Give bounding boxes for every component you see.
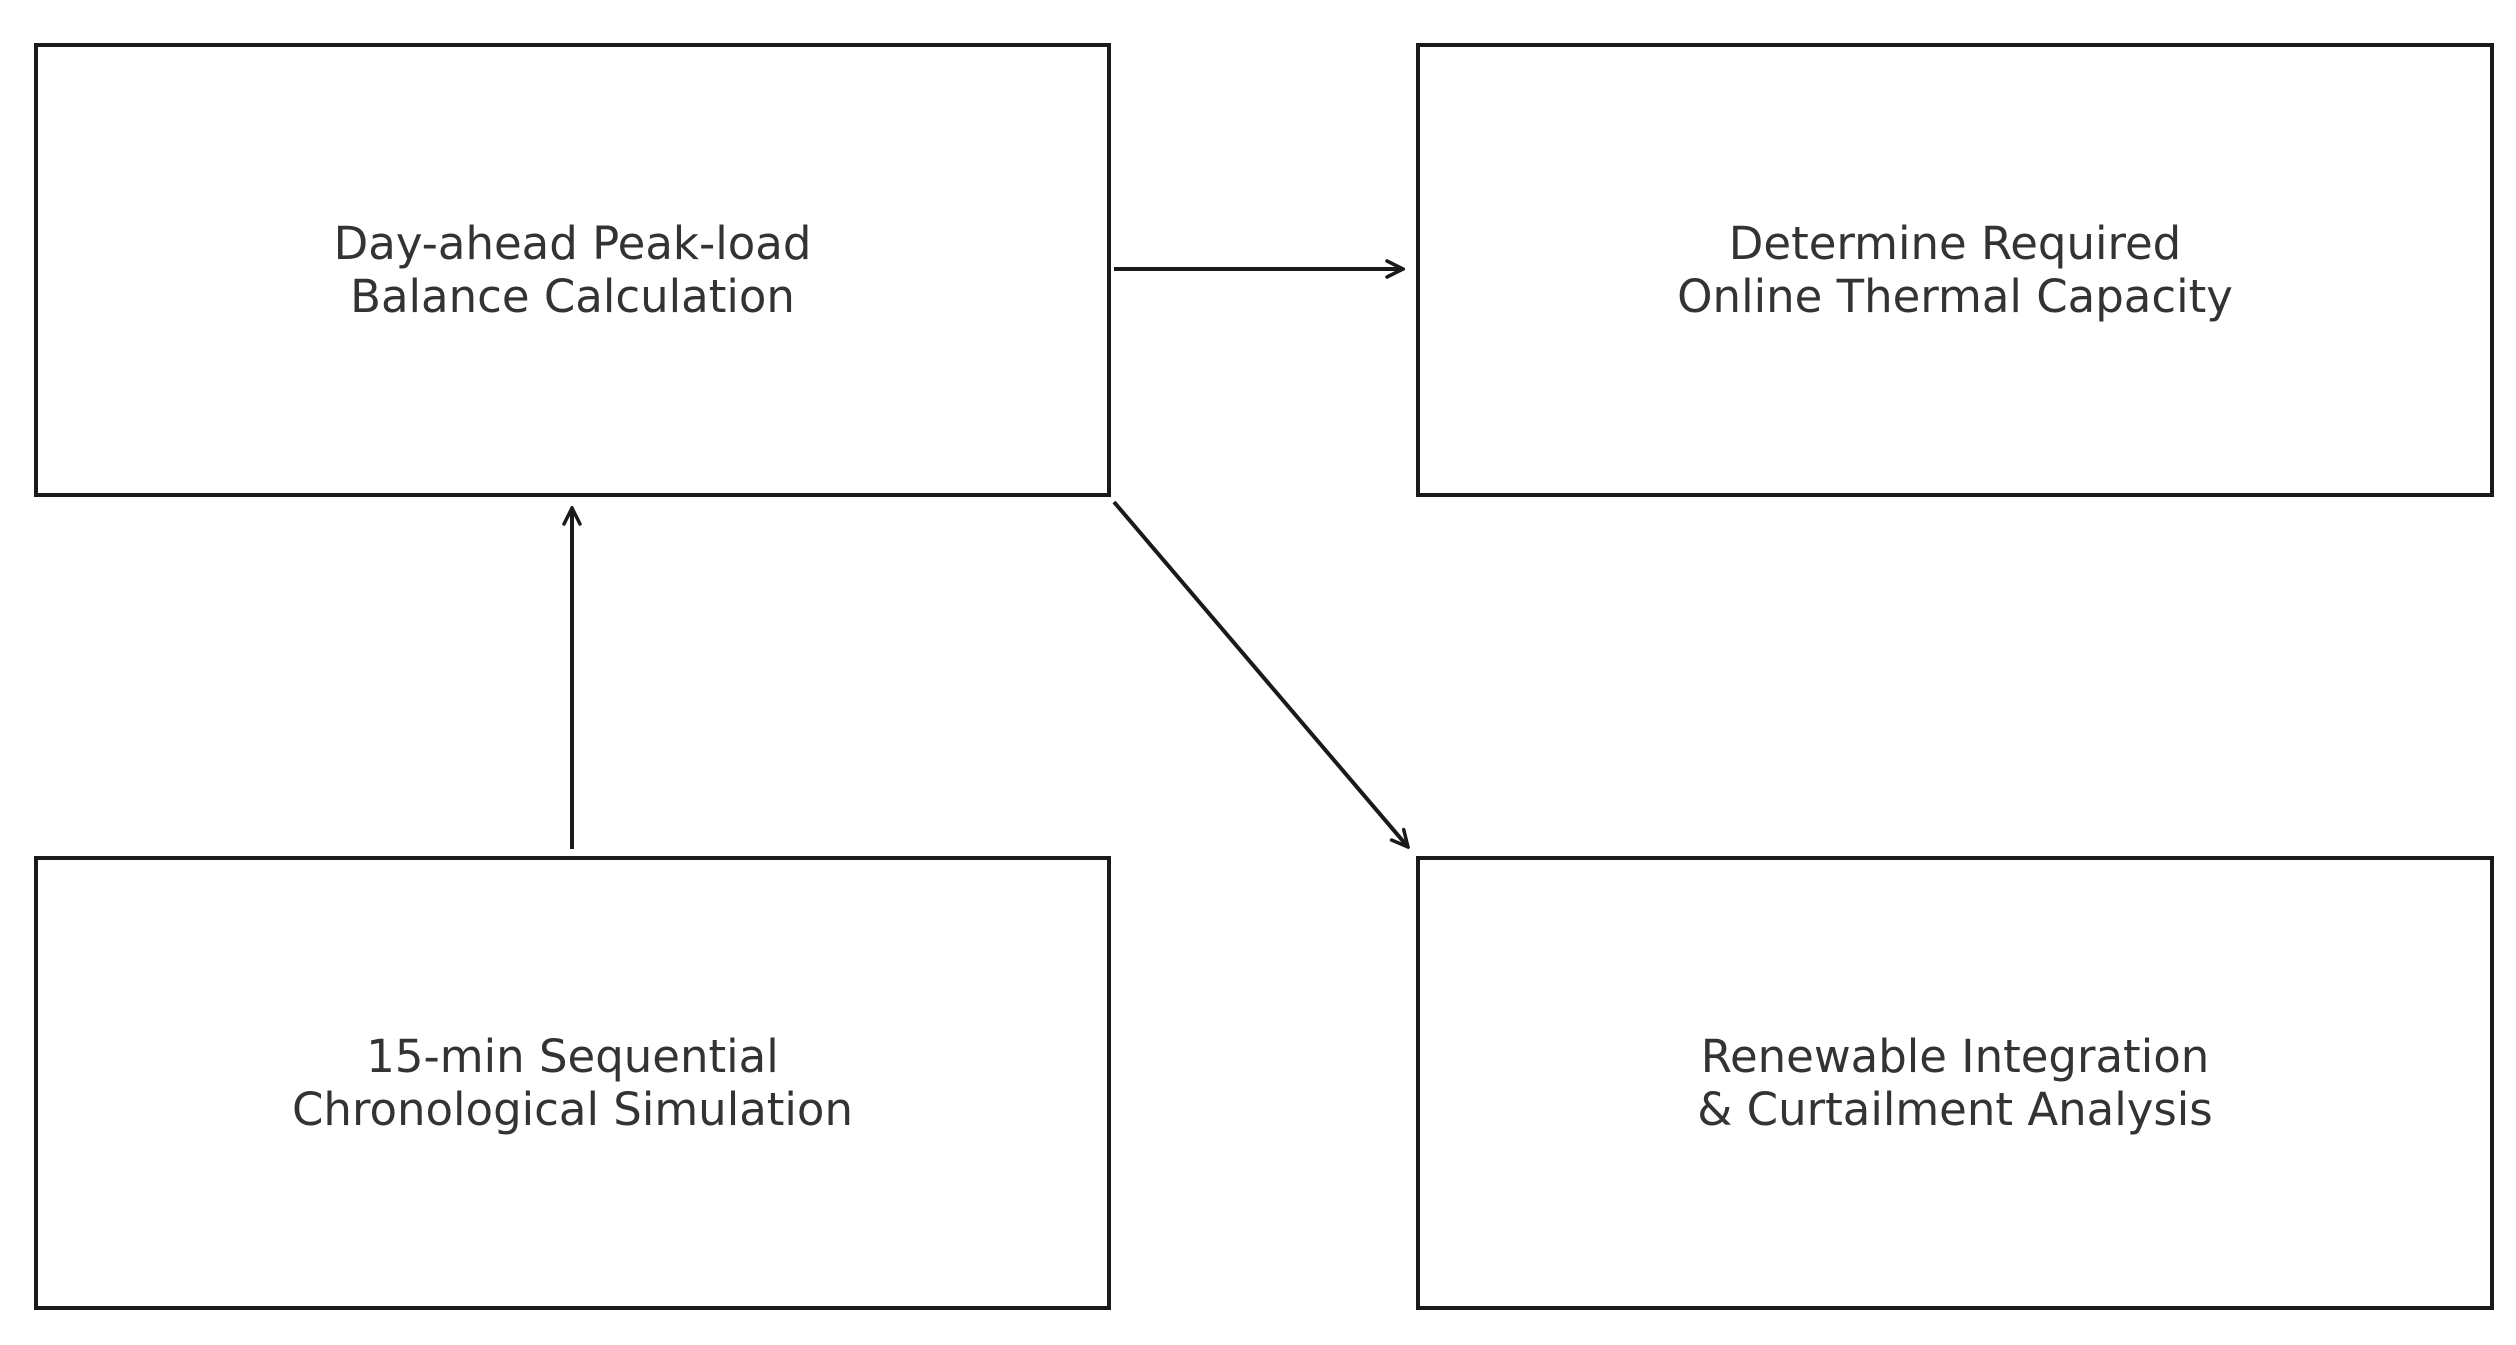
node-label-line: Day-ahead Peak-load <box>333 217 812 270</box>
node-label-line: Chronological Simulation <box>292 1083 853 1136</box>
node-label: 15-min Sequential Chronological Simulati… <box>292 1030 853 1136</box>
node-label: Determine Required Online Thermal Capaci… <box>1677 217 2233 323</box>
node-label-line: Balance Calculation <box>350 270 795 323</box>
node-sequential-simulation: 15-min Sequential Chronological Simulati… <box>34 856 1111 1310</box>
node-label-line: & Curtailment Analysis <box>1697 1083 2213 1136</box>
arrow-day-ahead-to-renewable <box>1112 500 1408 847</box>
node-label: Day-ahead Peak-load Balance Calculation <box>334 217 812 323</box>
node-label-line: 15-min Sequential <box>366 1030 779 1083</box>
node-label-line: Determine Required <box>1728 217 2182 270</box>
node-online-thermal-capacity: Determine Required Online Thermal Capaci… <box>1416 43 2494 497</box>
node-label-line: Online Thermal Capacity <box>1677 270 2233 323</box>
node-label: Renewable Integration & Curtailment Anal… <box>1697 1030 2212 1136</box>
node-day-ahead-peak-load: Day-ahead Peak-load Balance Calculation <box>34 43 1111 497</box>
node-label-line: Renewable Integration <box>1700 1030 2210 1083</box>
node-renewable-integration: Renewable Integration & Curtailment Anal… <box>1416 856 2494 1310</box>
